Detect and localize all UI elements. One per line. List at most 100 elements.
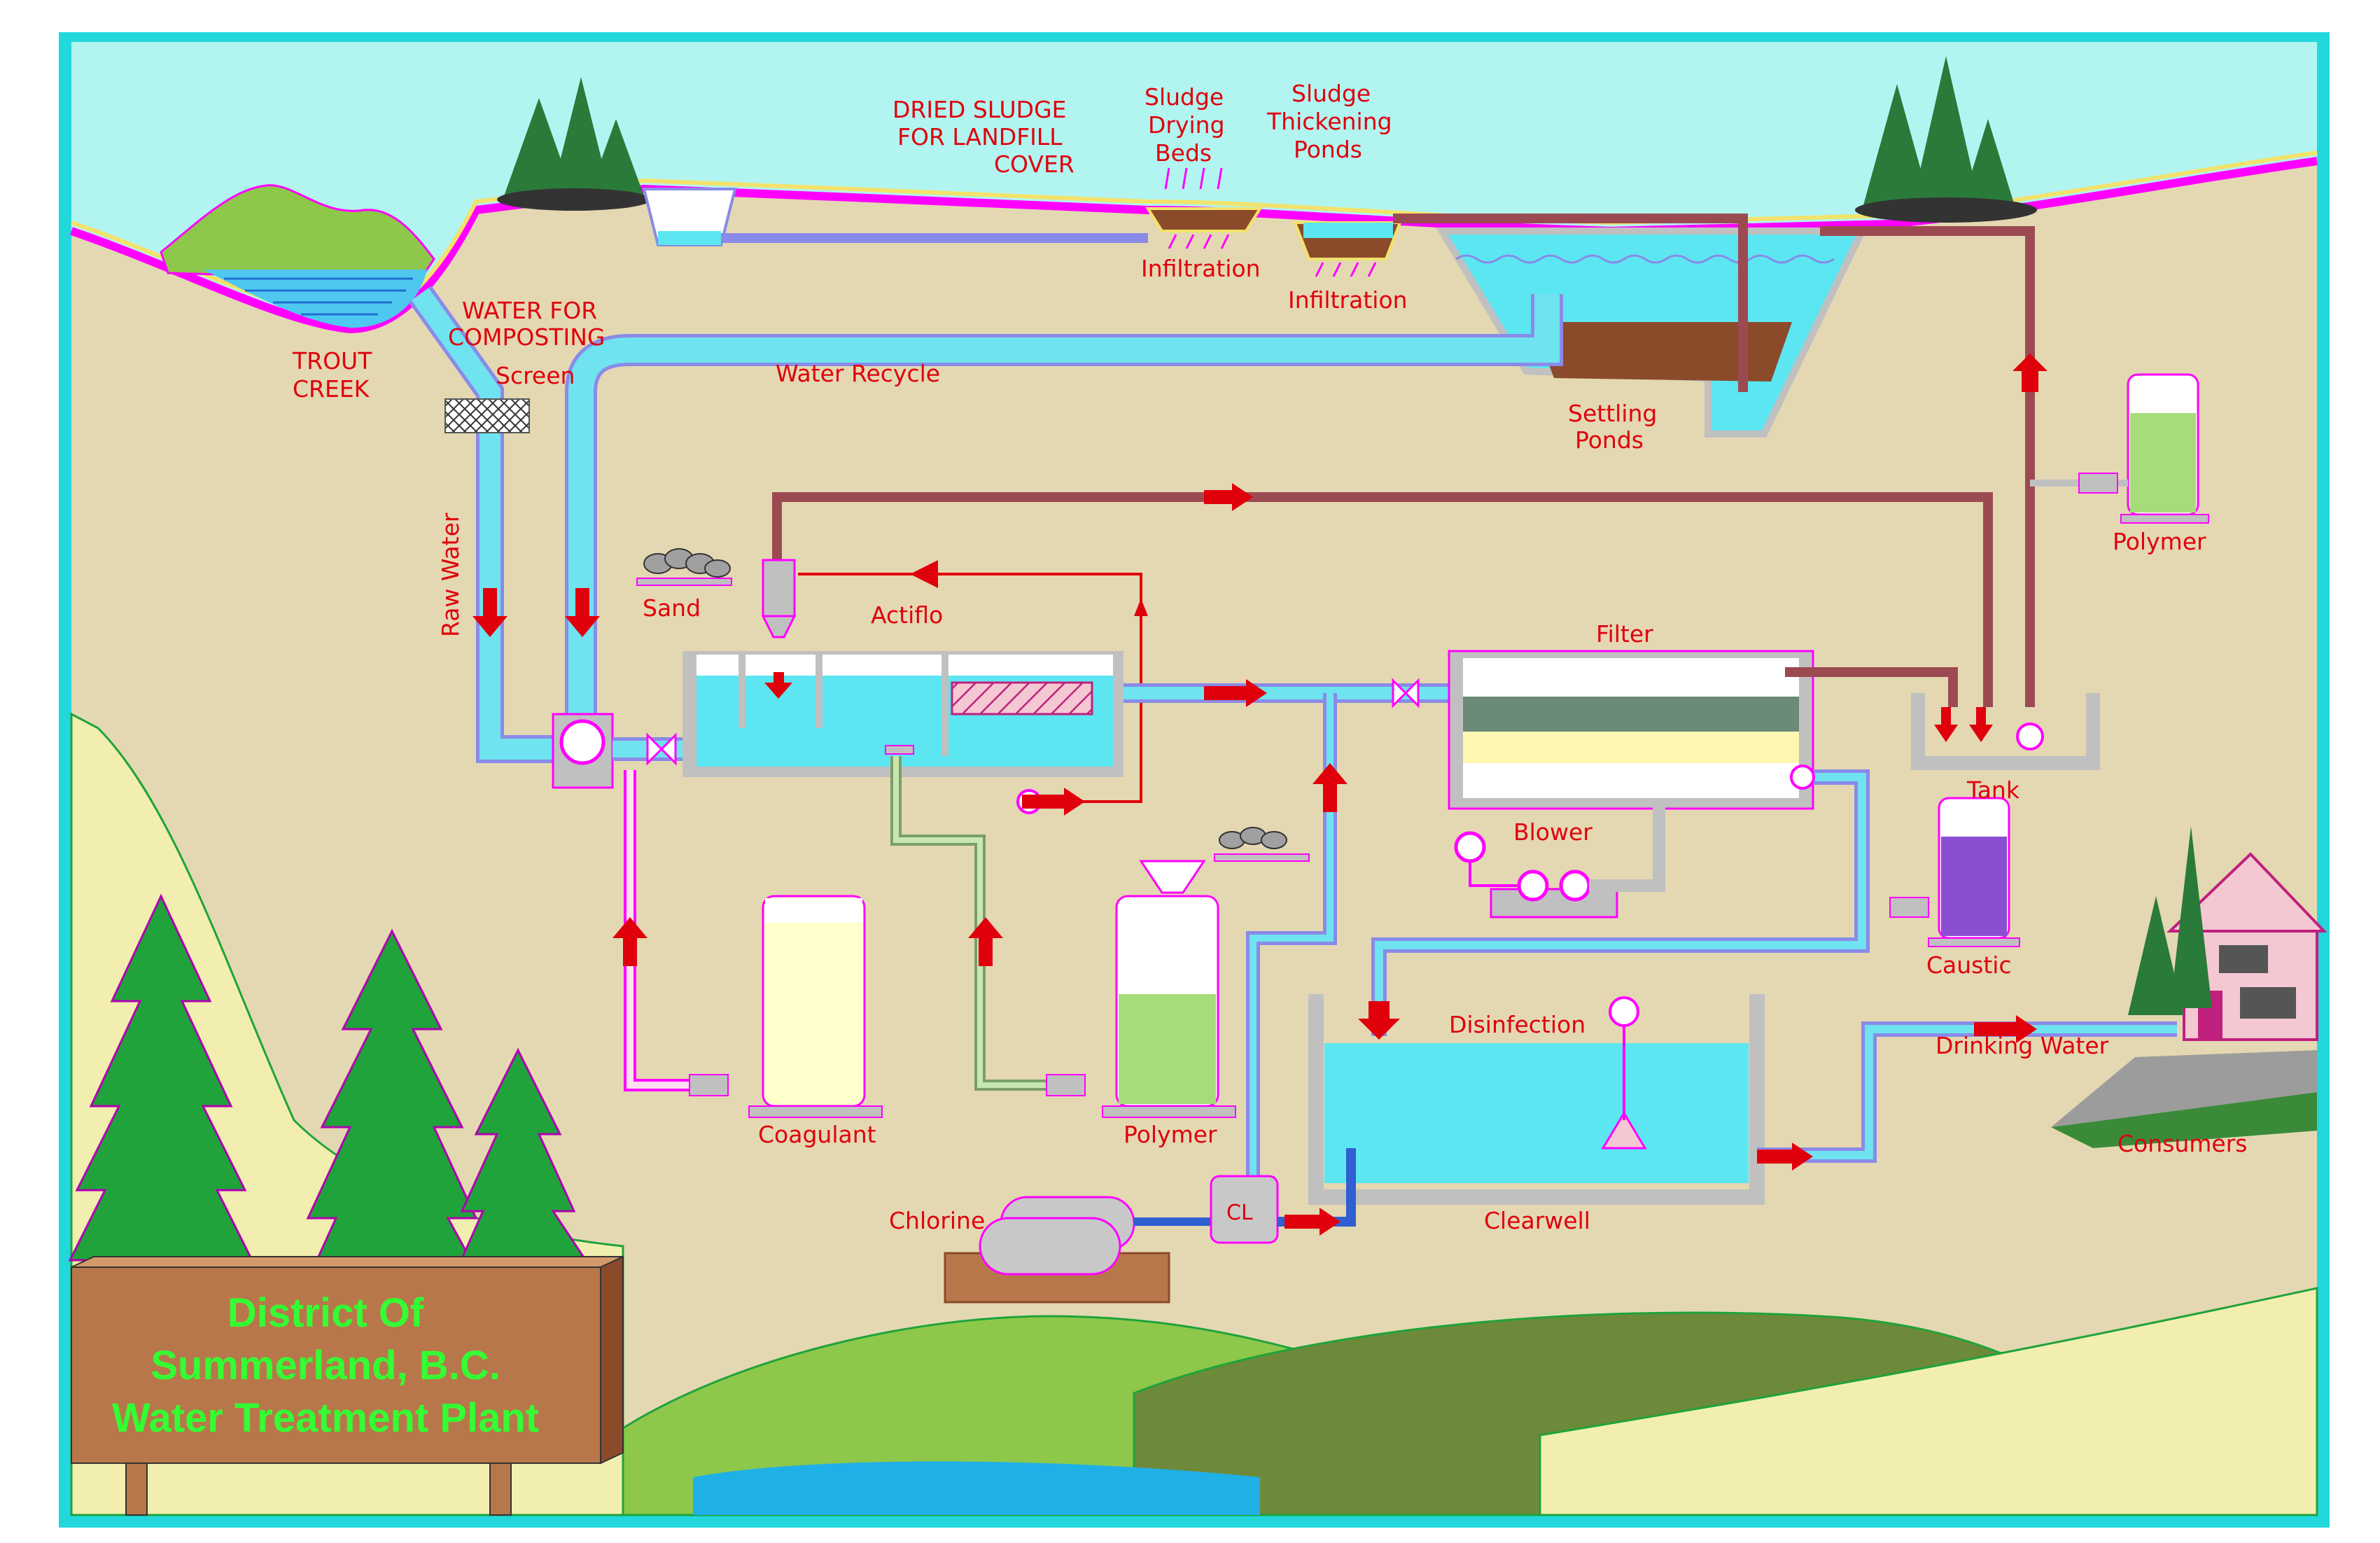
label-clearwell: Clearwell [1484,1207,1590,1234]
label-infiltration-1: Infiltration [1141,255,1261,282]
sign-line-1: District Of [227,1290,424,1336]
label-dried-sludge-3: COVER [994,151,1074,178]
big-trees [68,893,597,1297]
raw-water-pipe-inner [411,288,553,760]
label-dried-sludge-1: DRIED SLUDGE [892,96,1067,123]
label-sludge-drying-beds-2: Drying [1148,111,1225,139]
filter-gravel [1463,697,1799,732]
filter-top [1463,658,1799,697]
label-dried-sludge-2: FOR LANDFILL [897,123,1063,151]
screen [444,398,530,433]
blower [1454,798,1665,919]
filter-bottom [1463,763,1799,798]
disinfection-mixer [1609,996,1639,1027]
label-filter: Filter [1596,620,1653,648]
polymer-bottom-base [1102,1105,1236,1118]
label-sludge-thickening-3: Ponds [1294,136,1362,163]
label-coagulant: Coagulant [758,1121,876,1148]
label-sludge-drying-beds-1: Sludge [1144,83,1224,111]
sand-pile [643,548,731,578]
label-consumers: Consumers [2118,1130,2247,1157]
settling-waves [1455,254,1835,264]
thickening-pond-water [1303,223,1393,238]
label-caustic: Caustic [1926,951,2012,979]
tree-cluster-top-right [1855,56,2037,223]
valve-filter-in [1392,678,1408,708]
polymer-inlet [885,745,914,755]
label-tank: Tank [1966,776,2020,804]
composting-water [658,231,721,245]
filter-to-tank-line [1785,667,1958,707]
consumers-yard [2051,1050,2317,1127]
label-trout-creek-2: CREEK [293,375,370,403]
filter-outlet-pump [1790,764,1815,790]
sign-board [71,1266,601,1464]
cl-box [1210,1175,1279,1244]
thick-to-settle-line [1393,214,1748,392]
hill [160,184,435,281]
label-settling-ponds-1: Settling [1568,400,1657,427]
label-water-for-composting-2: COMPOSTING [448,323,605,351]
sign-post-left [125,1462,148,1516]
label-actiflo: Actiflo [871,601,943,629]
coagulant-line-inner [626,770,700,1089]
clearwell-water [1324,1043,1749,1183]
label-raw-water: Raw Water [437,512,464,637]
polymer-top-valve [2078,473,2118,494]
polymer-top-base [2120,514,2209,524]
label-settling-ponds-2: Ponds [1575,426,1644,454]
sign-post-right [489,1462,512,1516]
polymer-bottom-line-inner [893,756,1057,1088]
valve-actiflo-in [646,732,664,766]
caustic-fill [1941,837,2007,936]
sign-line-3: Water Treatment Plant [112,1395,539,1441]
label-sludge-drying-beds-3: Beds [1155,139,1212,167]
disinfection-diffuser [1601,1111,1647,1150]
consumers-lawn [2051,1092,2317,1148]
label-disinfection: Disinfection [1449,1011,1586,1038]
tank-pump [2016,722,2044,750]
infiltration-arrows [1164,167,1377,277]
lake-top [203,270,427,328]
settle-to-tank-line [1820,226,2035,707]
sand-tray [636,578,732,586]
label-trout-creek-1: TROUT [292,347,372,375]
sand-hopper [762,559,796,617]
actiflo-top-white [696,655,1113,676]
polymer-sand-pile [1219,827,1287,849]
label-water-recycle: Water Recycle [776,360,940,387]
label-polymer-bottom: Polymer [1124,1121,1217,1148]
clearwell [1308,994,1765,1205]
settling-sludge [1533,322,1792,382]
caustic-base [1928,937,2020,947]
sludge-drying-bed [1145,207,1263,232]
coagulant-tank [762,895,866,1108]
coagulant-tank-top [765,898,862,923]
label-water-for-composting-1: WATER FOR [462,297,597,324]
lake-ripples [224,277,413,316]
lake-bottom [693,1461,1260,1515]
tank [1911,693,2100,770]
label-sludge-thickening-2: Thickening [1266,108,1392,135]
sludge-return-line [772,492,1993,707]
label-polymer-top: Polymer [2113,528,2206,555]
sand-hopper-funnel [761,615,797,638]
label-cl: CL [1226,1201,1253,1225]
chlorine-cylinder-2 [979,1217,1121,1276]
valve-filter-in-b [1404,678,1420,708]
actiflo-hatch [951,681,1093,715]
valve-actiflo-in-b [659,732,677,766]
sand-bottom-right [1539,1287,2318,1516]
label-sand: Sand [643,594,701,622]
filter-outlet-pipe-inner [1375,773,1866,1036]
tree-cluster-top-left [497,77,651,211]
polymer-bottom-valve [1046,1074,1086,1096]
house-trees [2128,826,2212,1015]
coagulant-base [748,1105,883,1118]
label-drinking-water: Drinking Water [1935,1032,2109,1059]
junction-pump [559,719,606,765]
flow-arrows [472,354,2047,1236]
sign-line-2: Summerland, B.C. [150,1343,500,1388]
